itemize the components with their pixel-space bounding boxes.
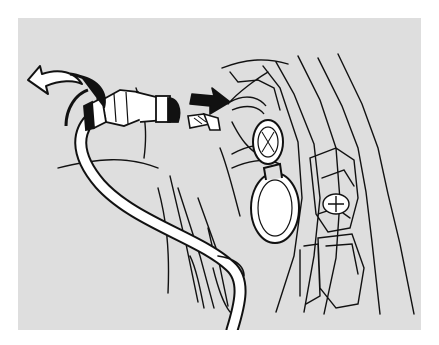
wedge-bulb-icon — [188, 114, 220, 130]
illustration-panel — [18, 18, 421, 330]
socket-opening-icon — [253, 120, 283, 164]
pull-direction-arrow-icon — [190, 88, 230, 114]
wiring-harness-icon — [81, 110, 244, 330]
bulb-replacement-illustration — [18, 18, 421, 330]
mounting-bolt-icon — [323, 194, 349, 214]
connector-clip-icon — [230, 97, 266, 114]
rubber-cap-icon — [251, 164, 299, 243]
